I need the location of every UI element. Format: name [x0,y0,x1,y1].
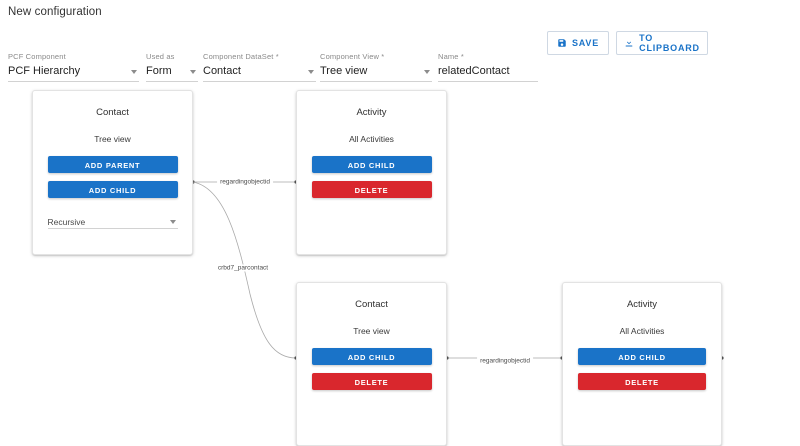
diagram-canvas[interactable]: regardingobjectid crbd7_parcontact regar… [0,70,800,446]
node-title: Contact [96,107,129,118]
download-icon [624,38,634,48]
configuration-form: PCF Component PCF Hierarchy Used as Form… [0,24,800,82]
edge-line-curve [192,181,297,359]
edge-label-parcontact: crbd7_parcontact [214,264,272,272]
field-config-name[interactable]: Name * relatedContact [438,52,538,82]
diagram-node-contact-tree-root[interactable]: Contact Tree view ADD PARENT ADD CHILD R… [32,90,193,255]
field-label-component-dataset: Component DataSet * [203,52,279,61]
add-child-button[interactable]: ADD CHILD [47,181,178,198]
field-label-used-as: Used as [146,52,175,61]
chevron-down-icon[interactable] [131,70,137,74]
field-value-component-dataset: Contact [203,65,241,77]
save-button-label: SAVE [571,38,600,48]
chevron-down-icon[interactable] [190,70,196,74]
field-label-component-view: Component View * [320,52,385,61]
add-child-button[interactable]: ADD CHILD [311,348,432,365]
field-used-as[interactable]: Used as Form [146,52,198,82]
diagram-node-activity-all-bottom[interactable]: Activity All Activities ADD CHILD DELETE [562,282,722,446]
chevron-down-icon[interactable] [424,70,430,74]
add-child-button[interactable]: ADD CHILD [578,348,706,365]
delete-button[interactable]: DELETE [311,373,432,390]
add-child-button[interactable]: ADD CHILD [311,156,432,173]
page-title: New configuration [8,6,102,18]
edge-label-regardingobjectid-bottom: regardingobjectid [477,357,533,365]
field-value-used-as: Form [146,65,172,77]
node-subtitle: All Activities [349,134,394,144]
node-title: Activity [356,107,387,118]
node-title: Activity [626,299,658,310]
to-clipboard-button[interactable]: TO CLIPBOARD [616,31,708,55]
diagram-node-contact-tree-child[interactable]: Contact Tree view ADD CHILD DELETE [296,282,447,446]
diagram-node-activity-all-top[interactable]: Activity All Activities ADD CHILD DELETE [296,90,447,255]
delete-button[interactable]: DELETE [578,373,706,390]
node-subtitle: Tree view [94,134,131,144]
node-subtitle: Tree view [353,326,390,336]
field-pcf-component[interactable]: PCF Component PCF Hierarchy [8,52,139,82]
node-subtitle: All Activities [619,326,665,336]
field-label-pcf-component: PCF Component [8,52,66,61]
save-button[interactable]: SAVE [547,31,609,55]
field-label-config-name: Name * [438,52,464,61]
chevron-down-icon[interactable] [169,220,176,224]
node-title: Contact [355,299,388,310]
delete-button[interactable]: DELETE [311,181,432,198]
recursive-select-value: Recursive [47,217,86,227]
to-clipboard-button-label: TO CLIPBOARD [639,33,700,53]
edge-label-regardingobjectid-top: regardingobjectid [217,178,273,186]
field-component-view[interactable]: Component View * Tree view [320,52,432,82]
field-value-pcf-component: PCF Hierarchy [8,65,81,77]
field-component-dataset[interactable]: Component DataSet * Contact [203,52,316,82]
field-value-component-view: Tree view [320,65,368,77]
chevron-down-icon[interactable] [308,70,314,74]
recursive-select[interactable]: Recursive [47,212,178,229]
save-icon [557,38,567,48]
field-value-config-name: relatedContact [438,65,510,77]
add-parent-button[interactable]: ADD PARENT [47,156,178,173]
